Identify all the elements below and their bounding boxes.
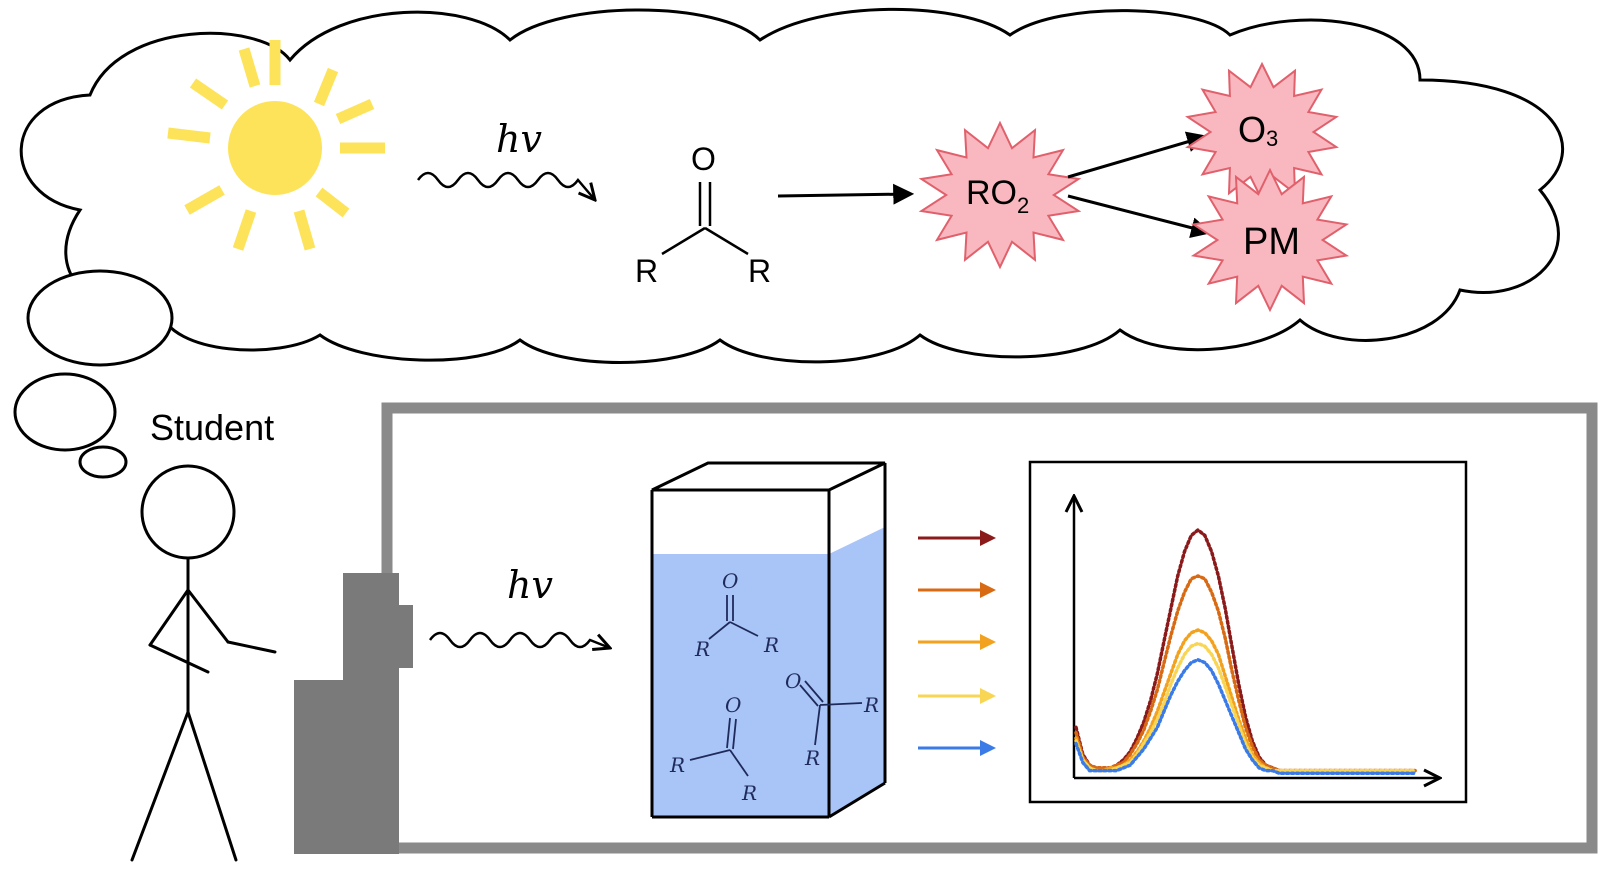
photon-wave-top	[416, 171, 595, 200]
mol2-o: O	[725, 693, 741, 717]
carbonyl-r-left: R	[635, 253, 658, 289]
cuvette-molecule-3	[799, 680, 863, 746]
mol3-o: O	[785, 669, 801, 693]
spectrum-chart	[1028, 460, 1468, 804]
ozone-burst: O3	[1185, 61, 1339, 203]
colored-arrow-head-4	[980, 688, 996, 704]
sun-icon	[167, 40, 385, 251]
carbonyl-molecule: O R R	[635, 141, 771, 289]
ozone-subscript: 3	[1266, 126, 1278, 151]
ozone-text: O	[1238, 109, 1266, 150]
cuvette-molecule-2	[689, 717, 749, 777]
cuvette-molecule-1	[708, 595, 759, 640]
arrow-to-o3	[1067, 131, 1209, 179]
spectrum-series-4	[1074, 641, 1417, 773]
spectrum-series-5	[1074, 657, 1417, 776]
thought-bubble-medium	[13, 372, 117, 452]
photon-label-lab: hv	[507, 563, 553, 607]
colored-arrow-head-3	[980, 634, 996, 650]
ro2-subscript: 2	[1017, 193, 1029, 218]
thought-bubble-small	[78, 445, 128, 479]
carbonyl-oxygen: O	[691, 141, 716, 177]
colored-arrow-head-1	[980, 530, 996, 546]
arrow-to-ro2	[777, 183, 915, 205]
svg-text:O3: O3	[1238, 109, 1278, 151]
ro2-text: RO	[966, 174, 1017, 212]
colored-arrows	[918, 530, 996, 756]
photon-wave-lab	[428, 631, 610, 648]
ro2-burst: RO2	[918, 120, 1082, 270]
photon-label-top: hv	[496, 117, 542, 161]
chart-series-group	[1074, 527, 1417, 776]
mol1-o: O	[722, 569, 738, 593]
student-figure	[130, 464, 277, 862]
light-source-instrument	[294, 573, 413, 854]
mol1-r1: R	[694, 637, 710, 661]
pm-burst: PM	[1190, 167, 1350, 313]
svg-text:RO2: RO2	[966, 174, 1029, 218]
arrow-to-pm	[1067, 194, 1213, 238]
mol3-r2: R	[804, 746, 820, 770]
mol2-r1: R	[669, 753, 685, 777]
mol1-r2: R	[763, 633, 779, 657]
mol3-r1: R	[863, 693, 879, 717]
colored-arrow-head-2	[980, 582, 996, 598]
thought-cloud: hv O R R RO2 O3	[19, 7, 1565, 364]
student-label: Student	[150, 407, 274, 448]
colored-arrow-head-5	[980, 740, 996, 756]
carbonyl-r-right: R	[748, 253, 771, 289]
mol2-r2: R	[741, 781, 757, 805]
cuvette	[650, 461, 887, 819]
pm-text: PM	[1243, 221, 1300, 263]
cloud-outline	[19, 7, 1565, 364]
thought-bubble-large	[26, 269, 174, 367]
